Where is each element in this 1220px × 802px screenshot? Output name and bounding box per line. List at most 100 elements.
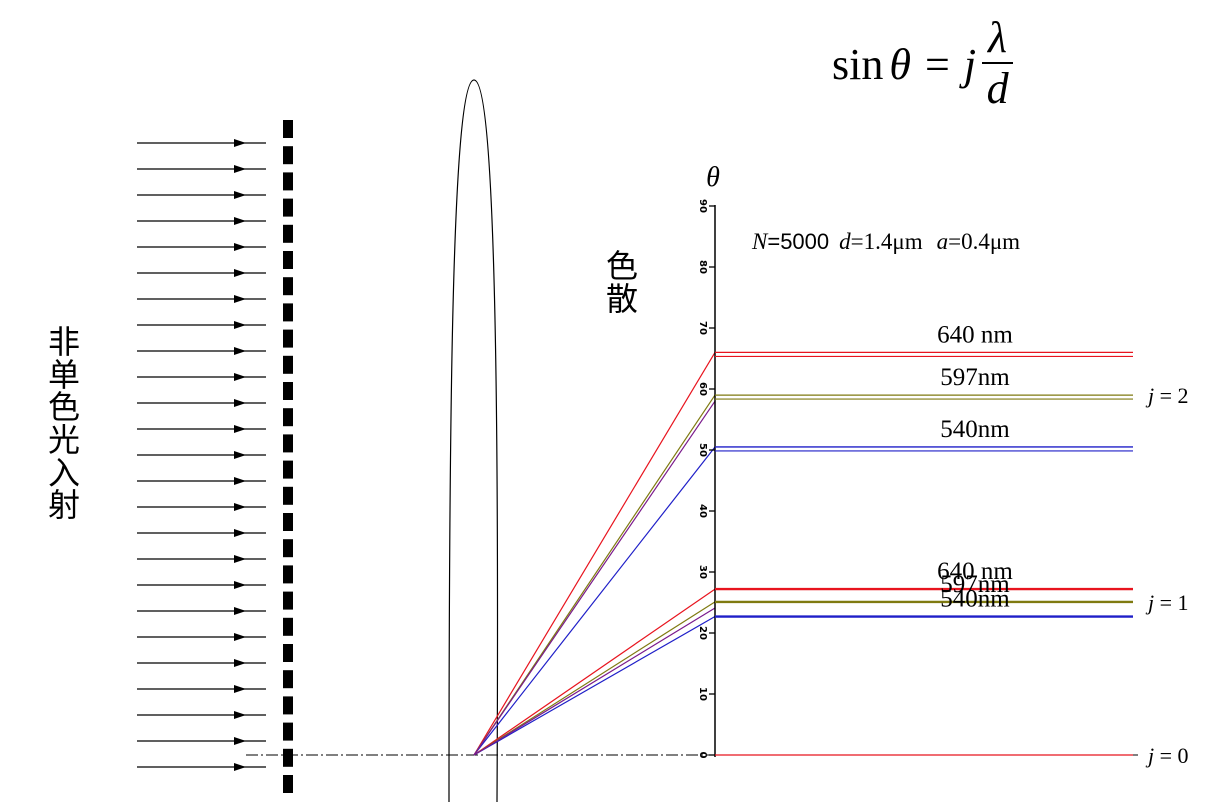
wavelength-label: 640 nm bbox=[937, 321, 1013, 348]
param-n-value: =5000 bbox=[767, 229, 829, 254]
incident-arrow bbox=[137, 165, 266, 173]
grating-slit bbox=[283, 120, 293, 138]
tick-label: 30 bbox=[697, 565, 708, 579]
incident-arrow bbox=[137, 711, 266, 719]
incident-arrow bbox=[137, 373, 266, 381]
incident-arrow bbox=[137, 763, 266, 771]
incident-arrow bbox=[137, 425, 266, 433]
spectral-line-group: 640 nm bbox=[715, 558, 1133, 591]
tick-label: 60 bbox=[697, 382, 708, 396]
wavelength-label: 597nm bbox=[940, 571, 1010, 598]
order-label-value: = 0 bbox=[1154, 743, 1188, 768]
incident-arrow bbox=[137, 269, 266, 277]
incident-arrow bbox=[137, 295, 266, 303]
tick-label: 20 bbox=[697, 626, 708, 640]
incident-arrow bbox=[137, 737, 266, 745]
grating-slit bbox=[283, 434, 293, 453]
incident-label-char: 单 bbox=[48, 355, 81, 394]
incident-arrow bbox=[137, 451, 266, 459]
dispersed-ray-mixed bbox=[473, 607, 716, 756]
incident-arrow bbox=[137, 399, 266, 407]
wavelength-label: 640 nm bbox=[937, 558, 1013, 585]
formula-equals: = bbox=[924, 39, 950, 89]
param-n-symbol: N bbox=[751, 229, 769, 254]
order-label-value: = 1 bbox=[1154, 590, 1188, 615]
formula-lambda: λ bbox=[982, 15, 1014, 64]
formula-theta: θ bbox=[889, 39, 911, 89]
incident-arrow bbox=[137, 659, 266, 667]
dispersed-ray-mixed bbox=[473, 400, 716, 756]
incident-arrow bbox=[137, 243, 266, 251]
grating-slit bbox=[283, 722, 293, 741]
grating-slit bbox=[283, 696, 293, 715]
param-a-symbol: a bbox=[937, 229, 949, 254]
grating-slit bbox=[283, 224, 293, 243]
spectral-line-group: 540nm bbox=[715, 416, 1133, 452]
grating-slit bbox=[283, 355, 293, 374]
spectral-line-group: 597nm bbox=[715, 364, 1133, 400]
grating-slit bbox=[283, 408, 293, 427]
grating-slit bbox=[283, 172, 293, 191]
incident-arrow bbox=[137, 347, 266, 355]
incident-label-char: 射 bbox=[48, 486, 81, 525]
formula-fraction: λ d bbox=[982, 15, 1014, 113]
grating-slits bbox=[283, 120, 293, 793]
order-label: j = 0 bbox=[1145, 743, 1189, 768]
incident-label-char: 入 bbox=[48, 453, 81, 492]
grating-equation: sin θ = j λ d bbox=[832, 14, 1014, 114]
incident-arrow bbox=[137, 529, 266, 537]
grating-slit bbox=[283, 251, 293, 269]
grating-slit bbox=[283, 644, 293, 662]
formula-d: d bbox=[986, 63, 1009, 113]
order-label-j: j bbox=[1145, 590, 1154, 615]
incident-light-label: 非单色光入射 bbox=[48, 326, 80, 522]
incident-light-arrows bbox=[137, 139, 266, 771]
theta-axis-symbol: θ bbox=[706, 162, 720, 193]
grating-slit bbox=[283, 198, 293, 217]
spectral-line-group: 597nm bbox=[715, 571, 1133, 604]
grating-slit bbox=[283, 329, 293, 348]
incident-arrow bbox=[137, 217, 266, 225]
dispersion-label-char: 散 bbox=[606, 279, 639, 318]
grating-slit bbox=[283, 513, 293, 531]
incident-label-char: 色 bbox=[48, 388, 81, 427]
grating-slit bbox=[283, 146, 293, 165]
incident-arrow bbox=[137, 581, 266, 589]
converging-lens bbox=[448, 79, 499, 802]
spectral-line-group: 640 nm bbox=[715, 321, 1133, 357]
param-d-symbol: d bbox=[839, 229, 851, 254]
dispersion-label: 色散 bbox=[606, 250, 638, 315]
incident-arrow bbox=[137, 191, 266, 199]
dispersed-ray bbox=[473, 588, 716, 756]
tick-label: 50 bbox=[697, 443, 708, 457]
incident-label-char: 非 bbox=[48, 323, 81, 361]
formula-j: j bbox=[963, 39, 977, 89]
dispersed-ray bbox=[473, 616, 716, 756]
grating-slit bbox=[283, 617, 293, 636]
incident-arrow bbox=[137, 477, 266, 485]
grating-slit bbox=[283, 565, 293, 584]
tick-label: 70 bbox=[697, 321, 708, 335]
tick-label: 0 bbox=[697, 752, 708, 759]
incident-arrow bbox=[137, 503, 266, 511]
tick-label: 80 bbox=[697, 260, 708, 274]
dispersed-ray bbox=[473, 446, 716, 756]
dispersed-ray bbox=[473, 352, 716, 756]
wavelength-label: 540nm bbox=[940, 416, 1010, 443]
order-labels: j = 2 j = 1 j = 0 bbox=[1145, 383, 1189, 768]
incident-arrow bbox=[137, 633, 266, 641]
order-label-value: = 2 bbox=[1154, 383, 1188, 408]
order-label: j = 1 bbox=[1145, 590, 1189, 615]
incident-arrow bbox=[137, 607, 266, 615]
incident-arrow bbox=[137, 685, 266, 693]
grating-slit bbox=[283, 670, 293, 689]
param-d-value: =1.4μm bbox=[851, 229, 923, 254]
spectral-line-group: 540nm bbox=[715, 586, 1133, 618]
grating-slit bbox=[283, 303, 293, 322]
